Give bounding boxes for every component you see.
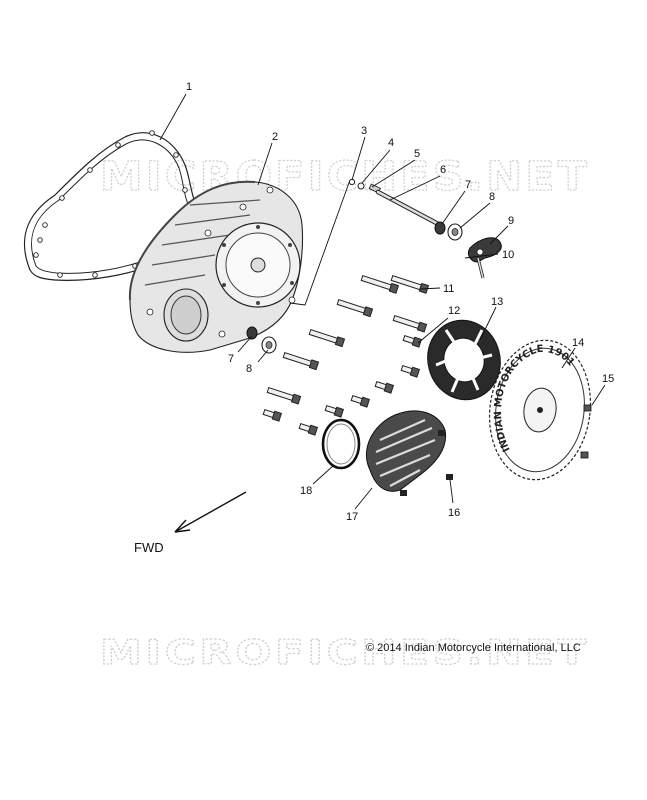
- callout-3: 3: [361, 125, 367, 137]
- part-7-8-lower: [246, 326, 277, 354]
- callout-15: 15: [602, 373, 614, 385]
- callout-6: 6: [440, 164, 446, 176]
- part-15-screws: [580, 404, 592, 459]
- leader-lines: [159, 93, 606, 510]
- callout-14: 14: [572, 337, 584, 349]
- callout-16: 16: [448, 507, 460, 519]
- part-18-o-ring: [321, 418, 361, 470]
- callout-7b: 7: [228, 353, 234, 365]
- watermark-bottom: MICROFICHES.NET: [100, 633, 590, 673]
- callout-1: 1: [186, 81, 192, 93]
- part-17-finned-cover: [365, 410, 453, 496]
- callout-8b: 8: [246, 363, 252, 375]
- copyright-text: © 2014 Indian Motorcycle International, …: [366, 642, 581, 654]
- callout-10: 10: [502, 249, 514, 261]
- cover-bolts: [262, 274, 430, 436]
- callout-9: 9: [508, 215, 514, 227]
- callout-11: 11: [443, 283, 454, 295]
- callout-12: 12: [448, 305, 460, 317]
- callouts: 1 2 3 4 5 6 7 8 9 10 11 12 13 14 15 7 8 …: [186, 81, 614, 523]
- callout-13: 13: [491, 296, 503, 308]
- watermark-top: MICROFICHES.NET: [100, 154, 590, 200]
- callout-8a: 8: [489, 191, 495, 203]
- callout-17: 17: [346, 511, 358, 523]
- callout-4: 4: [388, 137, 394, 149]
- fwd-label: FWD: [134, 540, 164, 555]
- callout-5: 5: [414, 148, 420, 160]
- callout-18: 18: [300, 485, 312, 497]
- shaft-assembly: [289, 178, 502, 306]
- fwd-arrow: FWD: [134, 491, 247, 555]
- callout-2: 2: [272, 131, 278, 143]
- part-2-primary-cover: [128, 180, 304, 353]
- callout-7a: 7: [465, 179, 471, 191]
- part-13-plate: [427, 319, 501, 401]
- part-14-emblem-cover: INDIAN MOTORCYCLE 1901: [488, 339, 592, 481]
